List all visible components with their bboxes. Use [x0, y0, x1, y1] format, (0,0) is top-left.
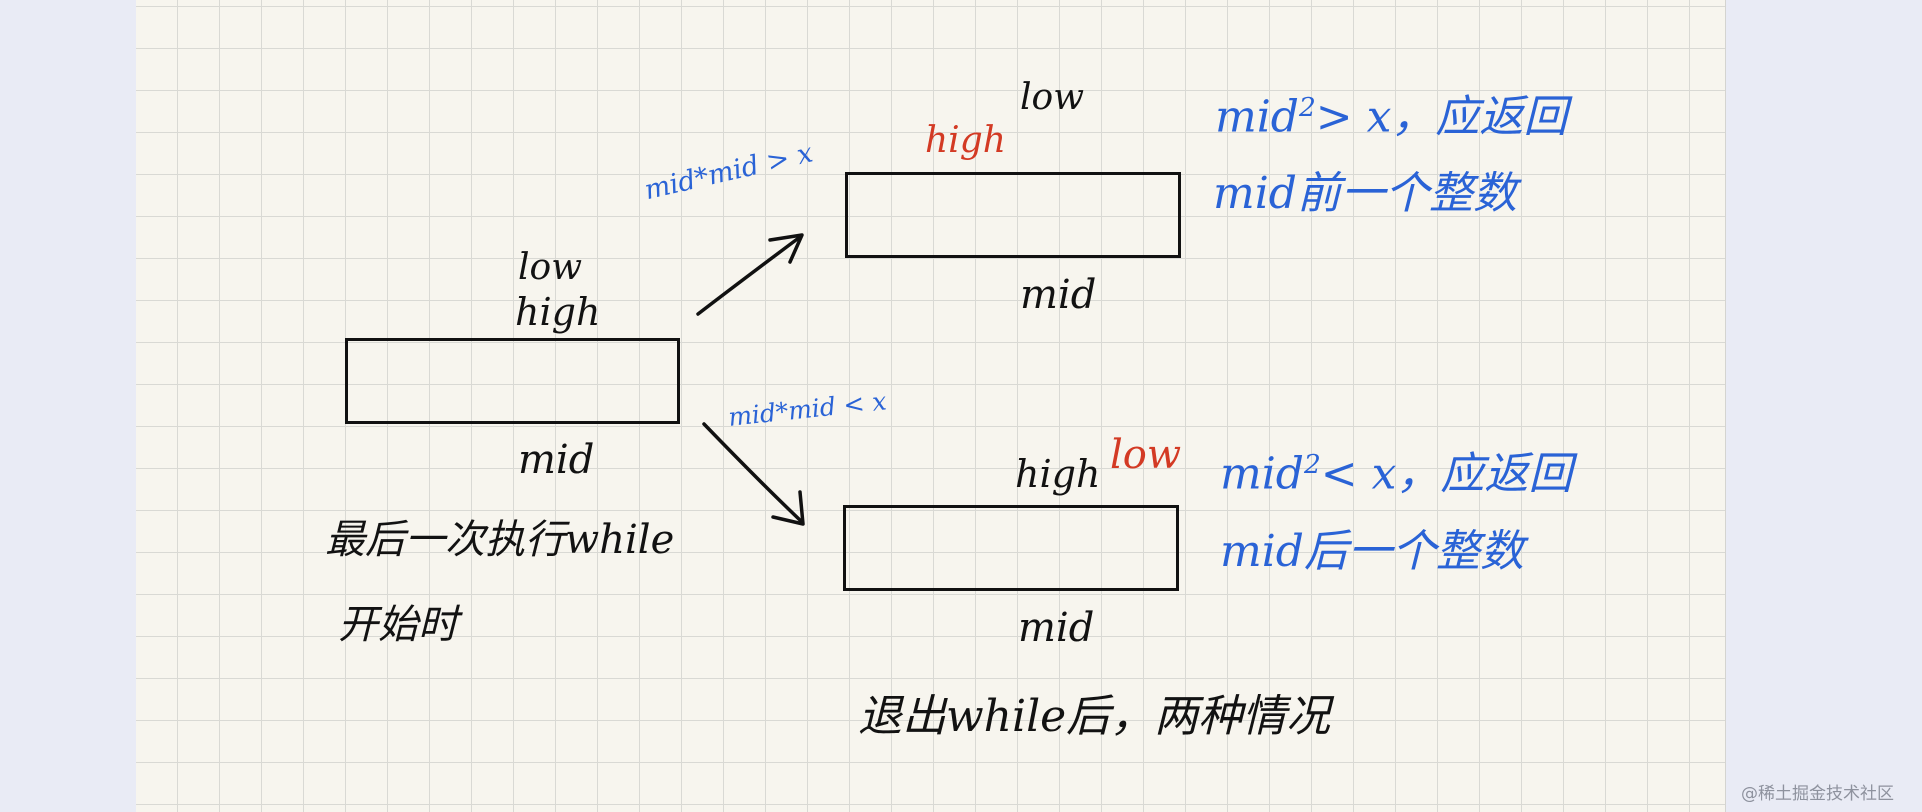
grid-paper — [136, 0, 1725, 812]
left-caption-line1: 最后一次执行while — [325, 517, 675, 563]
upper-mid-label: mid — [1020, 272, 1097, 318]
upper-note-line2: mid前一个整数 — [1213, 168, 1517, 219]
upper-high-label: high — [925, 120, 1006, 161]
lower-high-label: high — [1015, 452, 1101, 496]
lower-note-sup: 2 — [1303, 449, 1321, 480]
lower-note-suffix: < x，应返回 — [1320, 448, 1573, 500]
left-mid-label: mid — [518, 437, 595, 483]
watermark: @稀土掘金技术社区 — [1741, 784, 1894, 804]
bottom-caption: 退出while后，两种情况 — [858, 691, 1331, 742]
lower-note-line1: mid2< x，应返回 — [1220, 448, 1573, 500]
upper-low-label: low — [1020, 77, 1085, 118]
lower-mid-label: mid — [1018, 605, 1095, 651]
upper-note-line1: mid2> x，应返回 — [1215, 91, 1568, 143]
left-high-label: high — [515, 290, 601, 334]
page-edge — [1725, 0, 1726, 812]
upper-note-mid: mid — [1215, 91, 1299, 143]
lower-note-line2: mid后一个整数 — [1220, 526, 1524, 577]
lower-low-label: low — [1110, 432, 1182, 478]
upper-right-box — [845, 172, 1181, 258]
lower-right-box — [843, 505, 1179, 591]
left-box — [345, 338, 680, 424]
lower-note-mid: mid — [1220, 448, 1304, 500]
upper-note-suffix: > x，应返回 — [1315, 91, 1568, 143]
left-caption-line2: 开始时 — [338, 602, 458, 648]
left-low-label: low — [518, 247, 583, 288]
upper-note-sup: 2 — [1298, 92, 1316, 123]
